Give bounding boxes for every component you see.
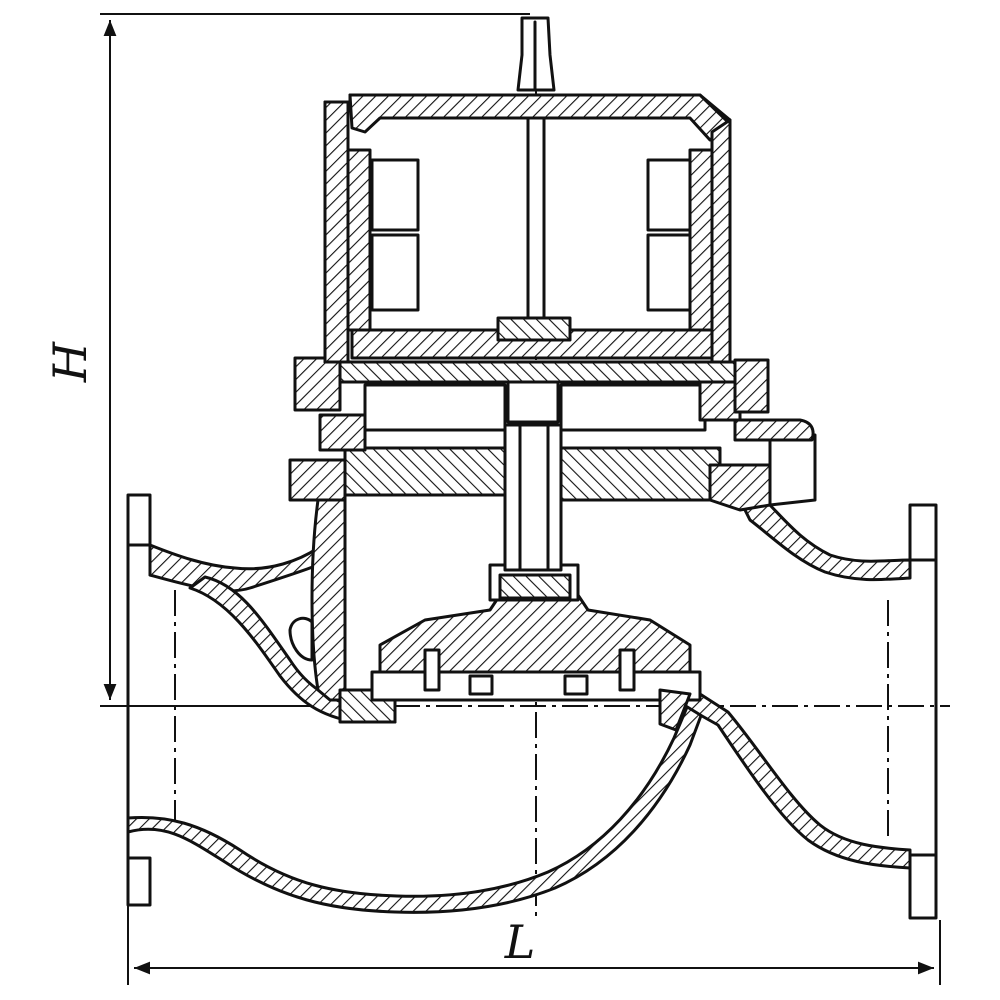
diaphragm-edge	[658, 688, 692, 732]
yoke-window	[363, 383, 507, 432]
actuator-inner-right	[688, 148, 714, 332]
length-label: L	[504, 915, 536, 969]
left-neck	[310, 498, 347, 702]
stem-lower	[503, 423, 563, 572]
actuator-left-wall	[323, 100, 350, 364]
bonnet-plate	[343, 446, 507, 497]
actuator-piston	[350, 328, 714, 360]
stem-nut	[496, 316, 572, 342]
actuator-inner-left	[346, 148, 372, 332]
actuator-yoke	[293, 356, 770, 452]
right-flange	[908, 503, 938, 920]
bonnet-right-fitting	[733, 418, 815, 442]
lower-body-wall	[126, 698, 707, 914]
bonnet	[288, 418, 817, 512]
stem-rod	[526, 98, 546, 337]
bonnet-left-lug	[288, 458, 347, 502]
diaphragm-ring	[370, 670, 702, 702]
yoke-flange-left	[293, 356, 342, 412]
right-upper-wall	[738, 498, 912, 582]
right-outlet-wall	[674, 692, 912, 870]
spring-pocket-right-upper	[646, 158, 692, 232]
yoke-top-plate	[338, 360, 737, 384]
actuator-right-wall	[710, 118, 732, 364]
bonnet-right-lug	[708, 463, 772, 512]
disc-assembly	[370, 563, 702, 732]
actuator	[323, 93, 732, 364]
height-dimension: H	[43, 13, 530, 707]
spring-pocket-right-lower	[646, 233, 692, 312]
height-label: H	[43, 341, 97, 383]
yoke-window-right	[559, 383, 707, 432]
bonnet-plate-right	[559, 446, 722, 502]
left-flange	[126, 493, 152, 907]
actuator-cover	[348, 93, 730, 142]
yoke-left-wall	[318, 413, 367, 452]
yoke-flange-right	[733, 358, 770, 414]
spring-pocket-left-upper	[370, 158, 420, 232]
spring-pocket-left-lower	[370, 233, 420, 312]
left-upper-wall	[148, 543, 320, 593]
bonnet-right-boss	[768, 433, 817, 507]
left-neck-pocket	[288, 616, 314, 662]
disc-bolts	[423, 648, 636, 696]
length-dimension: L	[127, 905, 941, 985]
disc-nut	[498, 573, 572, 600]
